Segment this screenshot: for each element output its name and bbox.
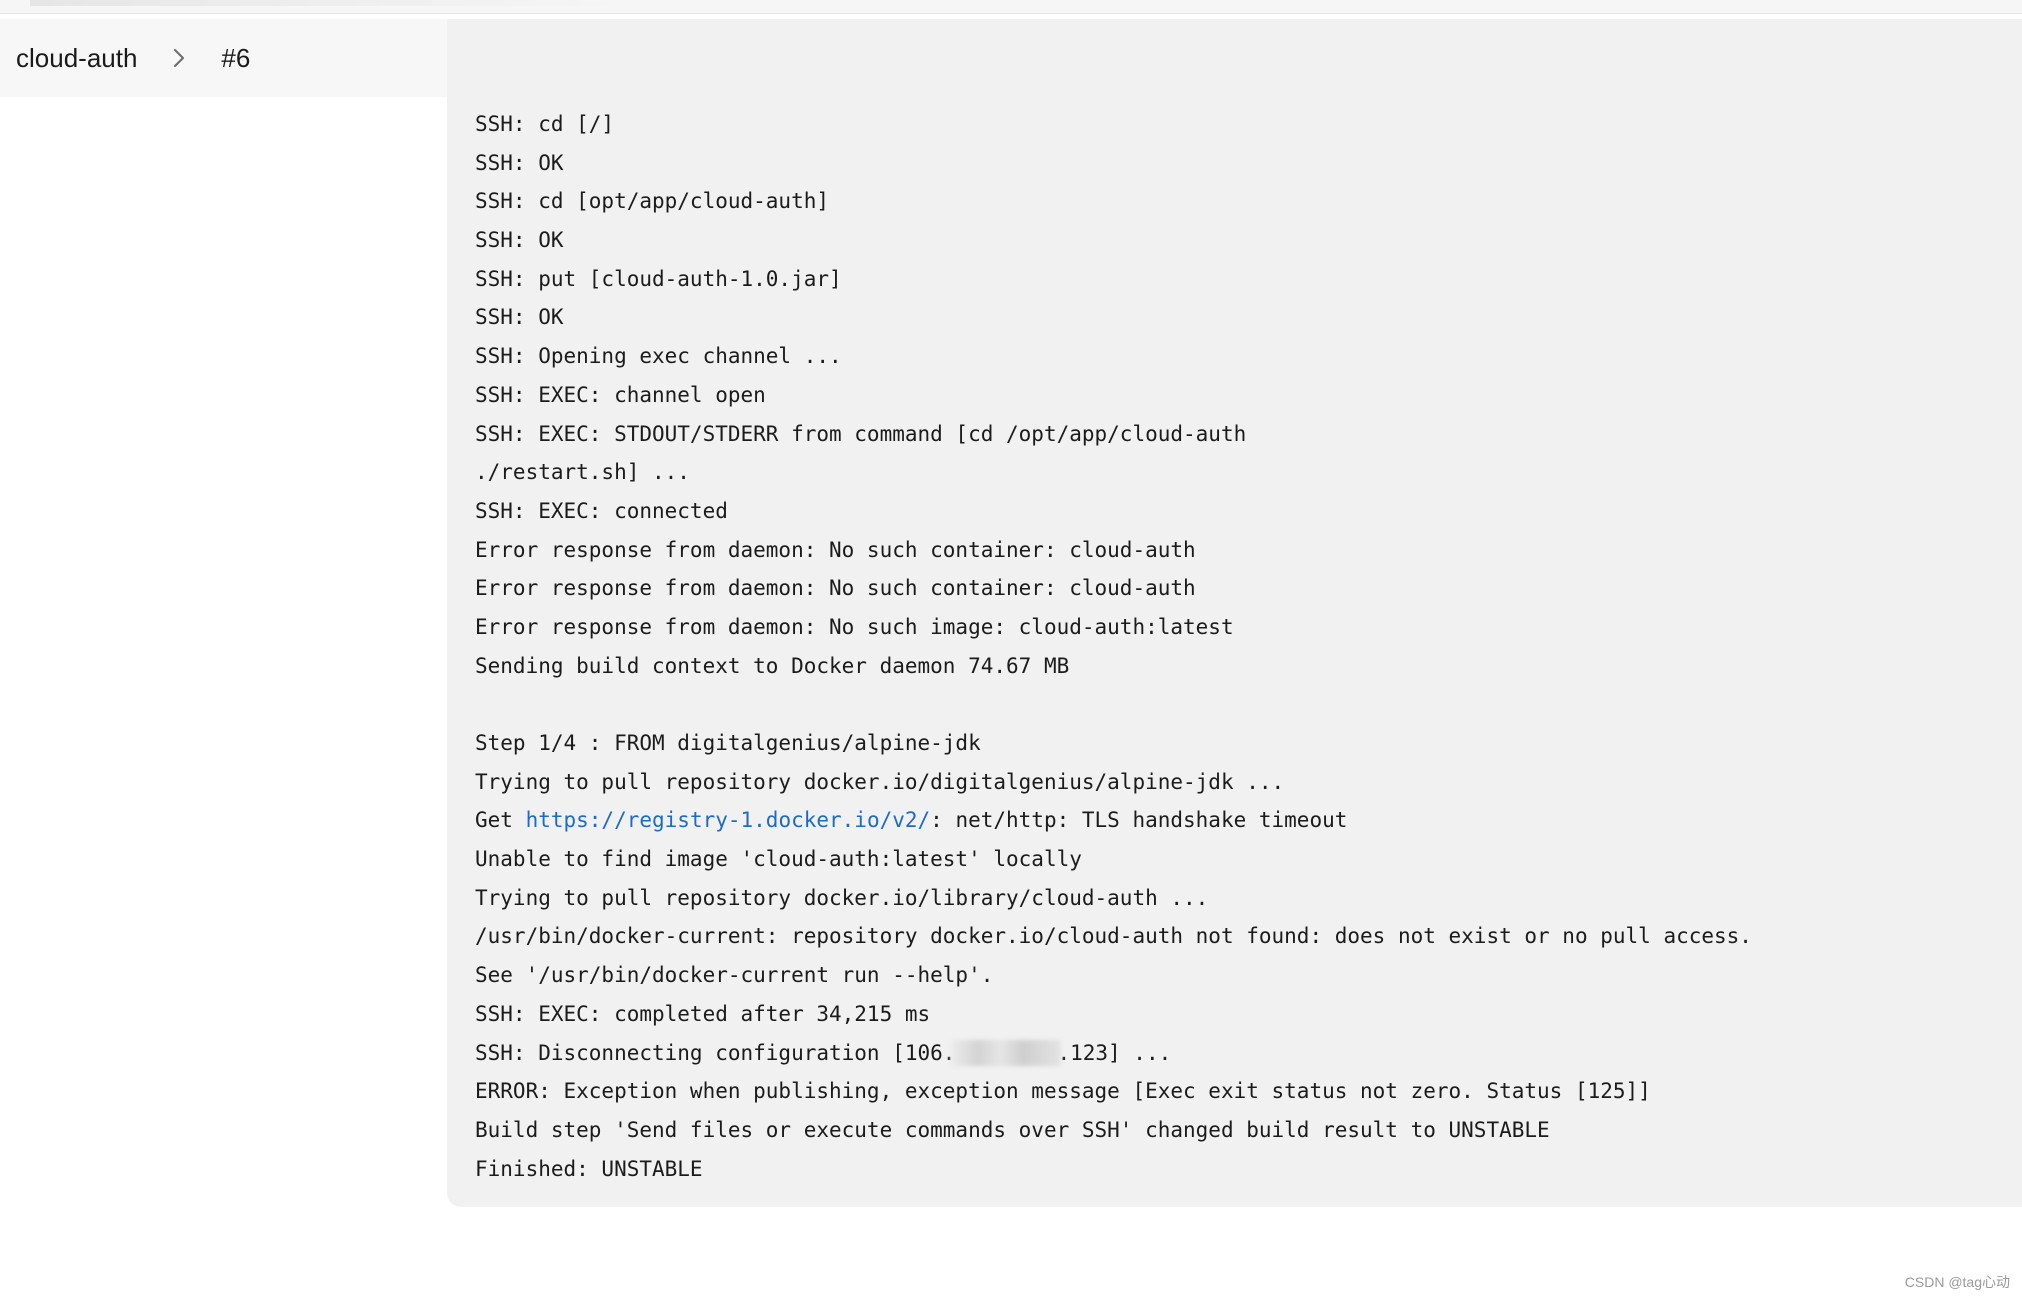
disconnect-suffix: .123] ... <box>1057 1040 1172 1065</box>
console-line: Error response from daemon: No such cont… <box>475 537 1196 562</box>
console-line: SSH: put [cloud-auth-1.0.jar] <box>475 266 842 291</box>
console-output-panel <box>447 19 2022 1207</box>
console-line: Step 1/4 : FROM digitalgenius/alpine-jdk <box>475 731 981 755</box>
console-line: ./restart.sh] ... <box>475 460 690 485</box>
chevron-right-icon <box>159 47 199 69</box>
console-line-disconnect: SSH: Disconnecting configuration [106. .1… <box>475 1034 2015 1073</box>
console-line: SSH: EXEC: STDOUT/STDERR from command [c… <box>475 421 1247 446</box>
console-line: SSH: OK <box>475 150 564 175</box>
console-line-get: Get https://registry-1.docker.io/v2/: ne… <box>475 801 2015 840</box>
console-line: Sending build context to Docker daemon 7… <box>475 653 1070 678</box>
get-suffix: : net/http: TLS handshake timeout <box>930 808 1348 833</box>
console-line: ERROR: Exception when publishing, except… <box>475 1079 1651 1104</box>
console-line: Finished: UNSTABLE <box>475 1156 703 1181</box>
top-strip <box>0 0 2022 14</box>
console-line: Error response from daemon: No such imag… <box>475 614 1234 639</box>
console-line: SSH: cd [/] <box>475 112 615 136</box>
console-line: /usr/bin/docker-current: repository dock… <box>475 924 1752 949</box>
top-strip-fade <box>30 0 630 6</box>
console-line: SSH: OK <box>475 228 564 253</box>
console-output: SSH: cd [/] SSH: OK SSH: cd [opt/app/cloud… <box>475 105 2015 1188</box>
console-line: SSH: OK <box>475 305 564 330</box>
console-line: SSH: EXEC: channel open <box>475 382 766 407</box>
registry-link[interactable]: https://registry-1.docker.io/v2/ <box>525 808 931 833</box>
console-line: SSH: EXEC: connected <box>475 498 728 523</box>
console-line: Build step 'Send files or execute comman… <box>475 1117 1550 1142</box>
watermark: CSDN @tag心动 <box>1904 1274 2010 1290</box>
console-line: Error response from daemon: No such cont… <box>475 576 1196 601</box>
breadcrumb-job-link[interactable]: cloud-auth <box>16 42 138 73</box>
breadcrumb: cloud-auth #6 <box>16 19 250 97</box>
console-line: Trying to pull repository docker.io/libr… <box>475 885 1209 910</box>
console-line-blank <box>475 685 2015 724</box>
redacted-ip-blur <box>951 1039 1062 1066</box>
console-line: SSH: EXEC: completed after 34,215 ms <box>475 1001 931 1026</box>
console-line: Trying to pull repository docker.io/digi… <box>475 769 1285 794</box>
console-line: SSH: cd [opt/app/cloud-auth] <box>475 189 830 214</box>
get-prefix: Get <box>475 808 526 833</box>
console-line: Unable to find image 'cloud-auth:latest'… <box>475 847 1082 872</box>
disconnect-prefix: SSH: Disconnecting configuration [106. <box>475 1040 956 1065</box>
console-line: SSH: Opening exec channel ... <box>475 344 842 369</box>
console-line: See '/usr/bin/docker-current run --help'… <box>475 963 994 988</box>
breadcrumb-build-link[interactable]: #6 <box>221 42 251 73</box>
